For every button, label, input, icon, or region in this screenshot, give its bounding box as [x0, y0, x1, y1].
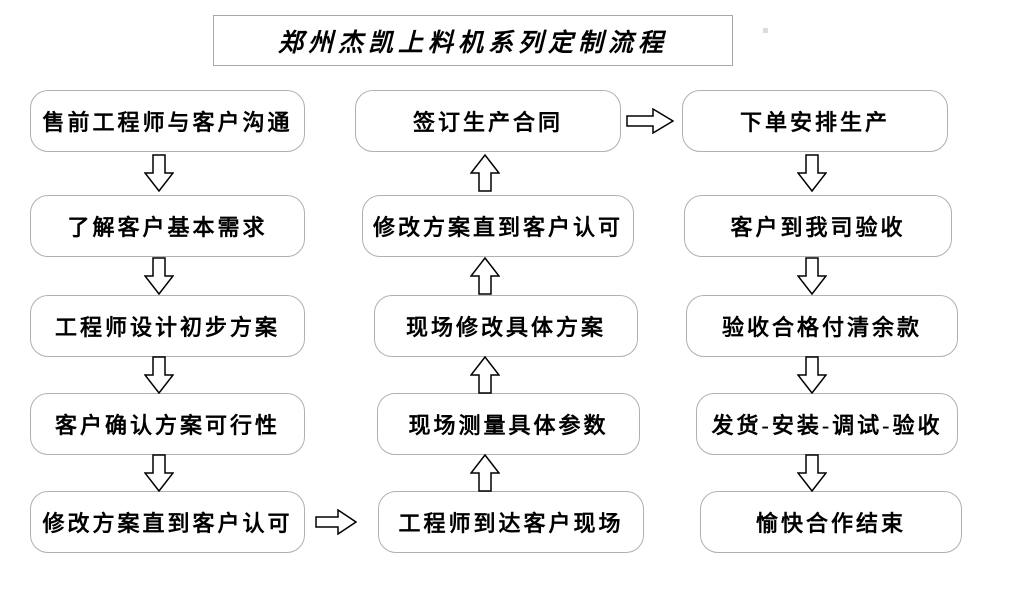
flow-node-ship-install-debug-accept: 发货-安装-调试-验收 — [696, 393, 958, 455]
flow-node-label: 修改方案直到客户认可 — [372, 215, 623, 240]
flow-node-label: 现场测量具体参数 — [408, 413, 609, 438]
title-box: 郑州杰凯上料机系列定制流程 — [213, 15, 733, 66]
right-arrow-icon — [315, 509, 357, 535]
down-arrow-icon — [144, 154, 174, 192]
down-arrow-icon — [144, 454, 174, 492]
flow-node-label: 现场修改具体方案 — [405, 315, 606, 340]
down-arrow-icon — [144, 257, 174, 295]
flow-node-understand-needs: 了解客户基本需求 — [30, 195, 305, 257]
flow-node-confirm-feasibility: 客户确认方案可行性 — [30, 393, 305, 455]
flow-node-label: 发货-安装-调试-验收 — [711, 413, 943, 438]
down-arrow-icon — [797, 454, 827, 492]
flow-node-onsite-revise-plan: 现场修改具体方案 — [374, 295, 638, 357]
flow-node-customer-inspection: 客户到我司验收 — [684, 195, 952, 257]
flow-node-order-production: 下单安排生产 — [682, 90, 948, 152]
down-arrow-icon — [797, 356, 827, 394]
flow-node-label: 修改方案直到客户认可 — [42, 511, 293, 536]
flow-node-label: 工程师设计初步方案 — [54, 315, 280, 340]
flow-node-happy-cooperation-end: 愉快合作结束 — [700, 491, 962, 553]
down-arrow-icon — [797, 257, 827, 295]
flow-node-label: 客户确认方案可行性 — [54, 413, 280, 438]
flow-node-label: 了解客户基本需求 — [67, 215, 268, 240]
flow-node-initial-design: 工程师设计初步方案 — [30, 295, 305, 357]
flow-node-sign-contract: 签订生产合同 — [355, 90, 621, 152]
flow-node-label: 下单安排生产 — [739, 110, 890, 135]
flow-node-onsite-measure-params: 现场测量具体参数 — [377, 393, 640, 455]
flow-node-pay-balance: 验收合格付清余款 — [686, 295, 958, 357]
selection-dot — [763, 28, 768, 33]
flow-node-label: 售前工程师与客户沟通 — [42, 110, 293, 135]
down-arrow-icon — [797, 154, 827, 192]
flow-node-revise-until-approved-middle: 修改方案直到客户认可 — [362, 195, 634, 257]
up-arrow-icon — [470, 154, 500, 192]
page-title: 郑州杰凯上料机系列定制流程 — [277, 29, 668, 57]
down-arrow-icon — [144, 356, 174, 394]
flow-node-engineer-arrives-site: 工程师到达客户现场 — [378, 491, 644, 553]
flow-node-label: 签订生产合同 — [412, 110, 563, 135]
flow-node-label: 客户到我司验收 — [730, 215, 906, 240]
up-arrow-icon — [470, 356, 500, 394]
flow-node-label: 工程师到达客户现场 — [398, 511, 624, 536]
flow-node-label: 验收合格付清余款 — [721, 315, 922, 340]
flow-node-revise-until-approved-left: 修改方案直到客户认可 — [30, 491, 305, 553]
flow-node-label: 愉快合作结束 — [755, 511, 906, 536]
up-arrow-icon — [470, 257, 500, 295]
flow-node-presale-communication: 售前工程师与客户沟通 — [30, 90, 305, 152]
right-arrow-icon — [626, 108, 674, 134]
up-arrow-icon — [470, 454, 500, 492]
